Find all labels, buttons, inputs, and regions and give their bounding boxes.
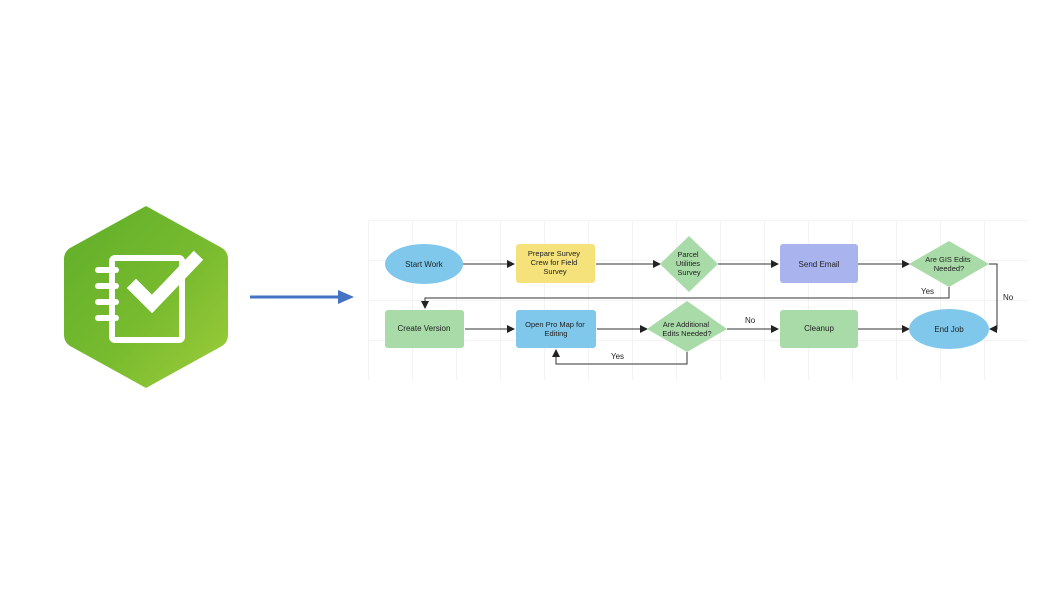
- edge-additional-yes-openpro: [552, 349, 688, 365]
- node-send-email: [780, 244, 858, 283]
- node-additional-edits-label: Are Additional Edits Needed?: [662, 320, 711, 338]
- node-prepare-survey-label: Prepare Survey Crew for Field Survey: [528, 249, 582, 276]
- edge-label-additional-no: No: [745, 316, 756, 325]
- node-end-job-label: End Job: [934, 325, 964, 334]
- node-prepare-survey: [516, 244, 595, 283]
- node-gis-edits-decision: [909, 241, 989, 287]
- node-open-pro-map-label: Open Pro Map for Editing: [525, 320, 587, 338]
- node-cleanup: [780, 310, 858, 348]
- node-gis-edits-label: Are GIS Edits Needed?: [925, 255, 973, 273]
- node-parcel-utilities-label: Parcel Utilities Survey: [676, 250, 702, 277]
- node-create-version-label: Create Version: [398, 324, 451, 333]
- node-parcel-utilities-survey: [660, 236, 718, 292]
- flow-edges: [421, 260, 998, 365]
- node-start-work-label: Start Work: [405, 260, 444, 269]
- check-mark-icon: [126, 250, 204, 314]
- checklist-clipboard-icon: [95, 255, 185, 343]
- edge-label-gis-no: No: [1003, 293, 1014, 302]
- node-end-job: [909, 309, 989, 349]
- node-create-version: [385, 310, 464, 348]
- edge-label-gis-yes: Yes: [921, 287, 934, 296]
- node-additional-edits-decision: [647, 301, 727, 352]
- survey-app-logo: [64, 206, 228, 388]
- edge-label-additional-yes: Yes: [611, 352, 624, 361]
- transition-arrow-icon: [250, 290, 354, 304]
- edge-gis-yes-create: [421, 287, 950, 309]
- node-open-pro-map: [516, 310, 596, 348]
- node-cleanup-label: Cleanup: [804, 324, 834, 333]
- node-send-email-label: Send Email: [799, 260, 840, 269]
- node-start-work: [385, 244, 463, 284]
- edge-gis-no-end: [989, 263, 998, 333]
